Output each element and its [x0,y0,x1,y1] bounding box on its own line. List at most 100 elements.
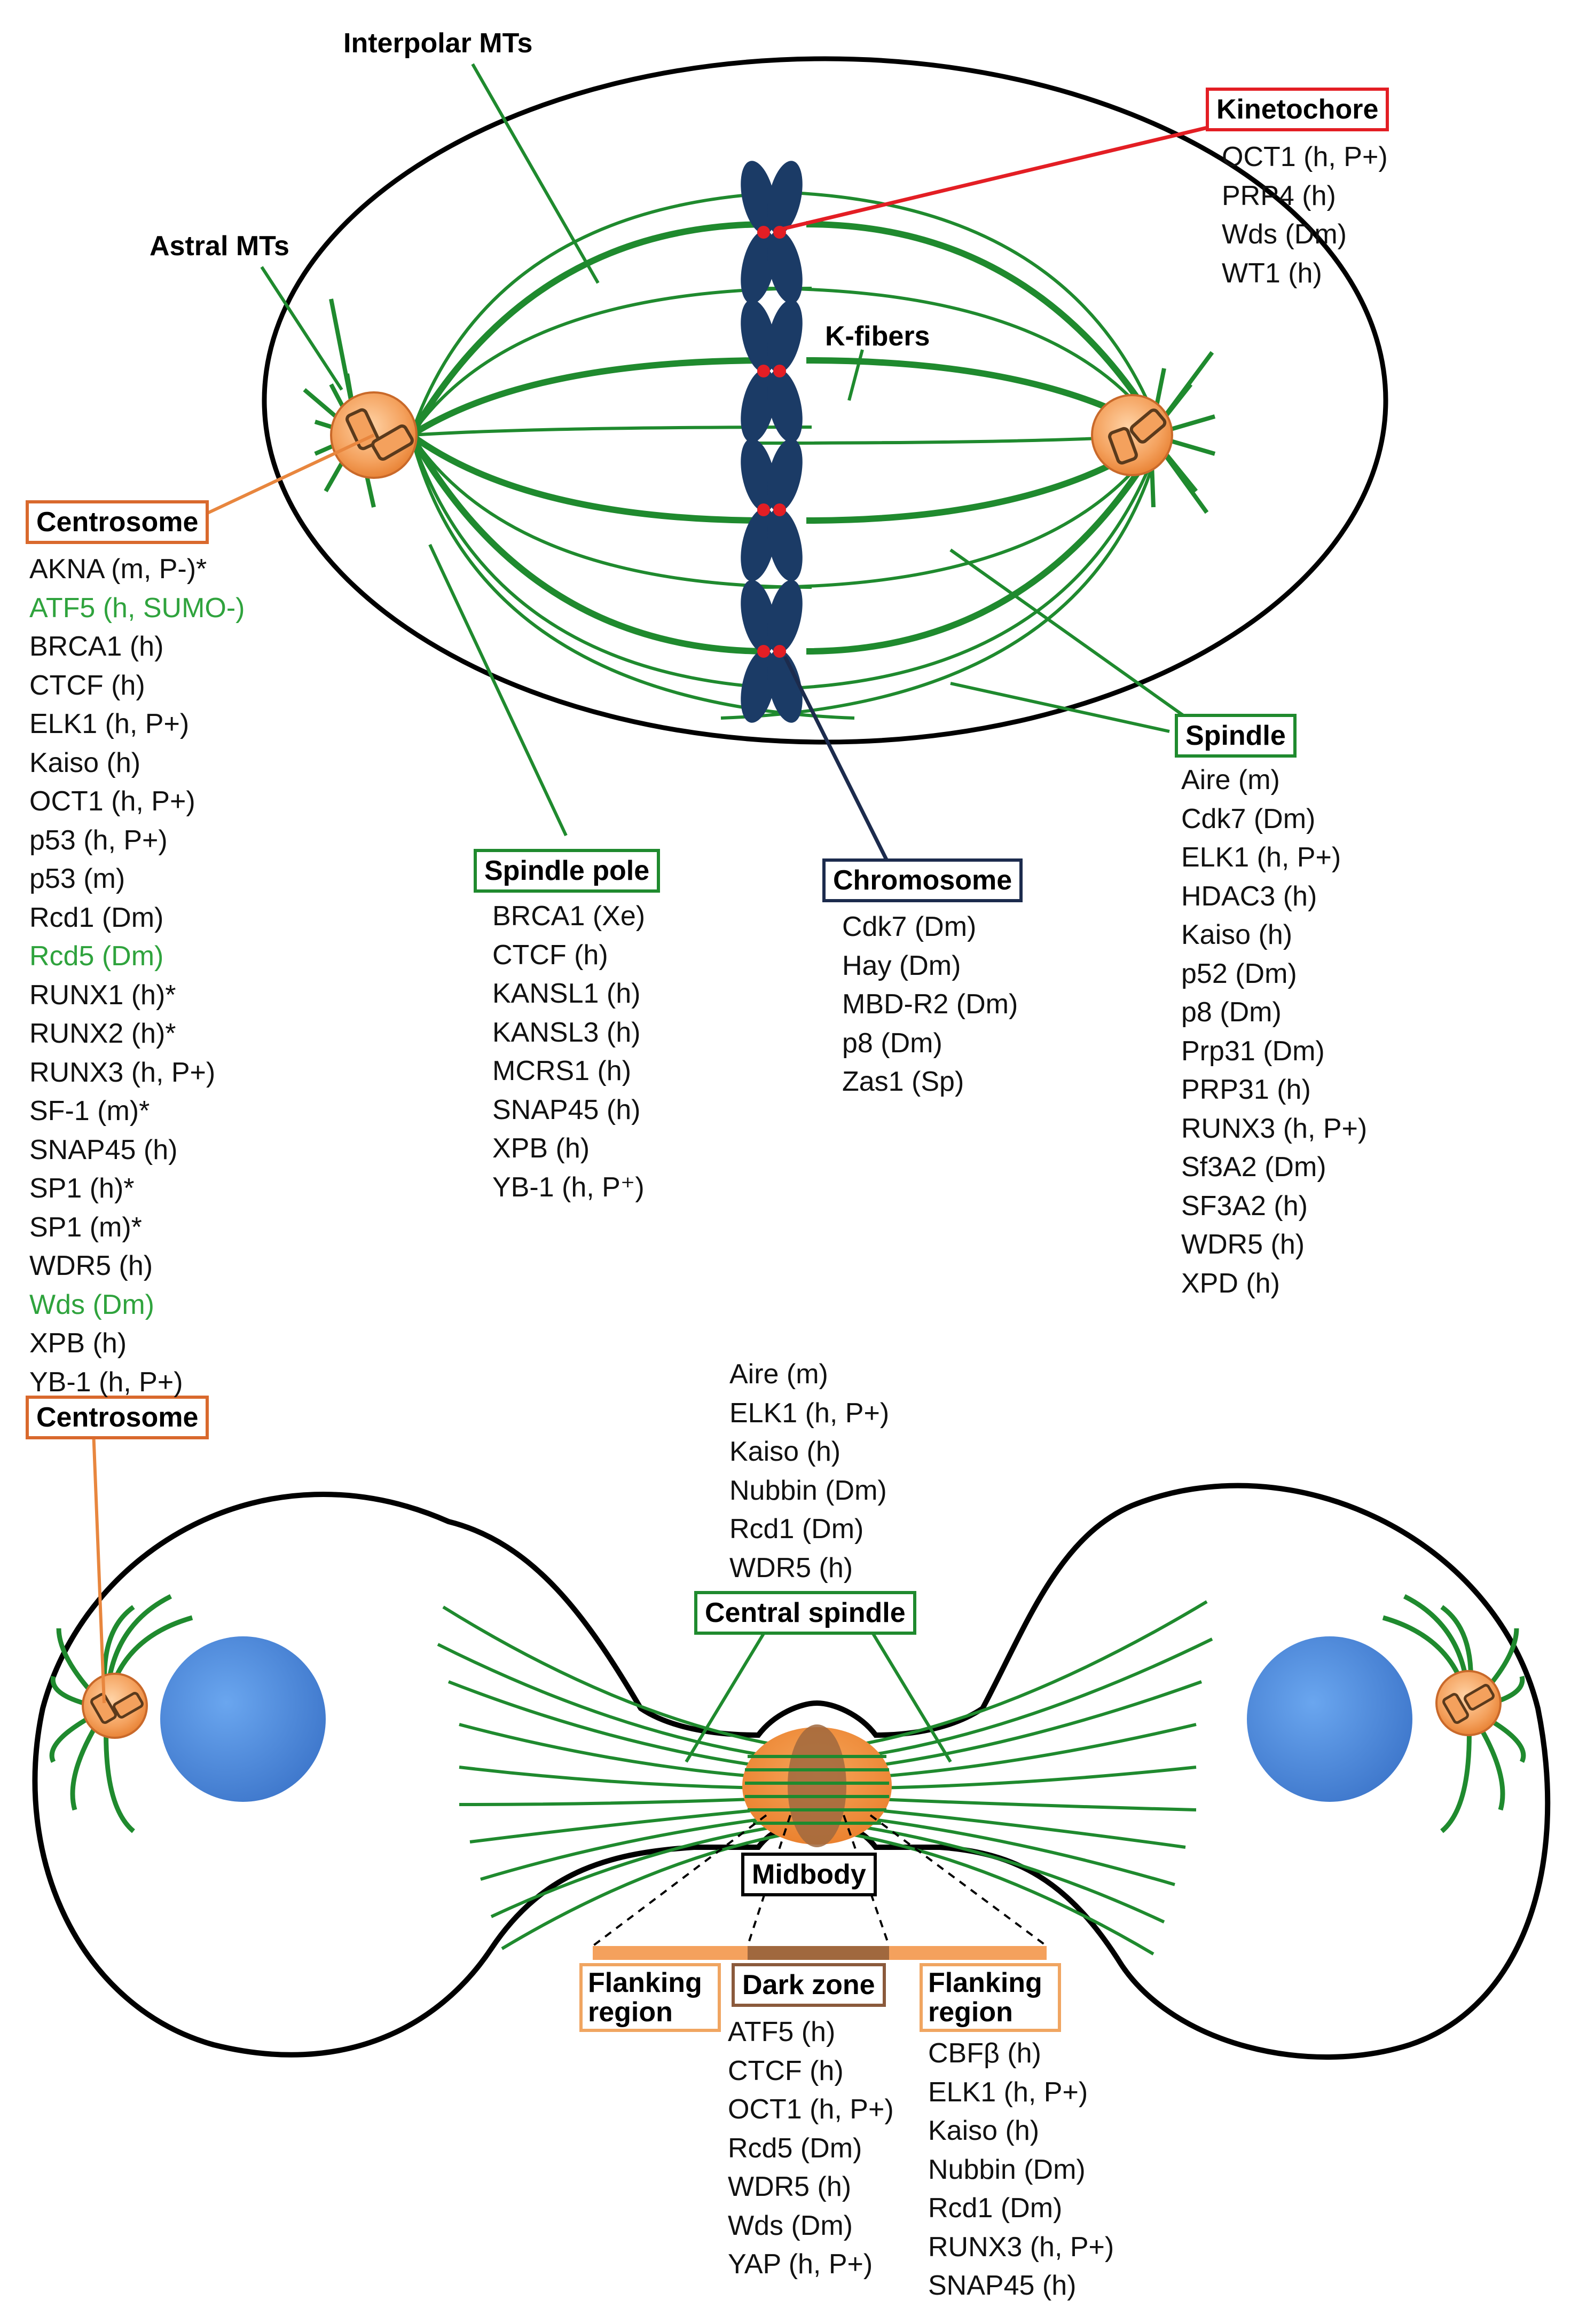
protein-entry: Kaiso (h) [29,747,141,778]
protein-entry: KANSL3 (h) [492,1017,641,1048]
protein-entry: Aire (m) [729,1359,828,1390]
chromosome-3 [741,438,803,581]
central-spindle-protein-list: Aire (m) ELK1 (h, P+) Kaiso (h) Nubbin (Dm)… [729,1355,889,1587]
protein-entry: ELK1 (h, P+) [1181,842,1341,873]
chromosomes [741,161,803,723]
kinetochore-box: Kinetochore [1206,88,1389,132]
protein-entry: SNAP45 (h) [492,1094,641,1125]
central-spindle-box: Central spindle [694,1591,916,1635]
protein-entry: Rcd1 (Dm) [29,902,164,933]
spindle-pole-box: Spindle pole [474,849,661,893]
callout-lines-bottom [92,1430,1048,1947]
dark-zone-box: Dark zone [732,1963,886,2007]
protein-entry: OCT1 (h, P+) [1222,141,1388,172]
centrosome-bottom-left [82,1673,148,1739]
protein-entry: SP1 (m)* [29,1211,142,1243]
protein-entry: CTCF (h) [728,2055,844,2086]
protein-entry: Aire (m) [1181,765,1280,795]
protein-entry: WDR5 (h) [729,1552,853,1584]
protein-entry: CTCF (h) [492,939,608,971]
protein-entry: XPD (h) [1181,1267,1280,1299]
spindle-box: Spindle [1175,714,1297,758]
protein-entry: WT1 (h) [1222,257,1322,289]
protein-entry: SF3A2 (h) [1181,1190,1308,1222]
protein-entry: Nubbin (Dm) [928,2154,1086,2185]
protein-entry: p8 (Dm) [1181,997,1282,1028]
centrosome-protein-list: AKNA (m, P-)* ATF5 (h, SUMO-) BRCA1 (h) CTC… [29,550,245,1401]
protein-entry: RUNX3 (h, P+) [1181,1113,1368,1144]
protein-entry: BRCA1 (Xe) [492,901,646,932]
flanking-region-box-left: Flanking region [579,1963,721,2032]
nucleus-right [1247,1636,1412,1802]
protein-entry: Rcd5 (Dm) [728,2132,862,2164]
centrosome-right [1091,394,1173,476]
protein-entry: SP1 (h)* [29,1173,135,1204]
protein-entry: Prp31 (Dm) [1181,1035,1325,1067]
protein-entry: RUNX1 (h)* [29,979,176,1011]
metaphase-cell-membrane [262,56,1388,745]
protein-entry: Nubbin (Dm) [729,1475,887,1506]
protein-entry: MBD-R2 (Dm) [842,989,1018,1020]
protein-entry: Rcd5 (Dm) [29,941,164,972]
spindle-protein-list: Aire (m) Cdk7 (Dm) ELK1 (h, P+) HDAC3 (h) Ka… [1181,761,1367,1303]
protein-entry: AKNA (m, P-)* [29,554,207,585]
protein-entry: ATF5 (h) [728,2016,836,2047]
centrosome-bottom-right [1435,1670,1502,1736]
chromosome-2 [741,300,803,443]
protein-entry: OCT1 (h, P+) [29,786,195,817]
protein-entry: WDR5 (h) [29,1250,153,1281]
dark-zone-protein-list: ATF5 (h) CTCF (h) OCT1 (h, P+) Rcd5 (Dm) WDR… [728,2013,894,2284]
flanking-region-protein-list: CBFβ (h)ELK1 (h, P+)Kaiso (h)Nubbin (Dm)… [928,2034,1114,2305]
kinetochore-protein-list: OCT1 (h, P+) PRP4 (h) Wds (Dm) WT1 (h) [1222,138,1388,293]
chromosome-protein-list: Cdk7 (Dm)Hay (Dm)MBD-R2 (Dm)p8 (Dm)Zas1 … [842,908,1018,1101]
cytokinesis-cell-membrane [32,1483,1551,2060]
protein-entry: PRP4 (h) [1222,180,1336,211]
midbody-region-bar [593,1946,1047,1960]
nucleus-left [160,1636,326,1802]
protein-entry: Cdk7 (Dm) [842,911,977,942]
centrosome-box-top: Centrosome [26,500,209,545]
protein-entry: p53 (m) [29,863,125,894]
protein-entry: RUNX2 (h)* [29,1018,176,1049]
flanking-region-box-right: Flanking region [920,1963,1061,2032]
protein-entry: OCT1 (h, P+) [728,2094,894,2125]
protein-entry: Rcd1 (Dm) [928,2193,1063,2224]
protein-entry: Wds (Dm) [1222,219,1347,250]
protein-entry: Rcd1 (Dm) [729,1514,864,1545]
interpolar-mts-label: Interpolar MTs [343,28,533,59]
protein-entry: WDR5 (h) [728,2171,852,2202]
protein-entry: CTCF (h) [29,669,145,701]
chromosome-1 [741,161,803,304]
protein-entry: Kaiso (h) [928,2115,1040,2146]
protein-entry: Cdk7 (Dm) [1181,803,1316,834]
protein-entry: p53 (h, P+) [29,824,168,856]
protein-entry: YB-1 (h, P+) [29,1366,183,1398]
protein-entry: YB-1 (h, P⁺) [492,1171,645,1203]
protein-entry: PRP31 (h) [1181,1074,1311,1105]
midbody-box: Midbody [741,1853,877,1897]
midbody-structure [742,1724,892,1847]
protein-entry: Kaiso (h) [1181,919,1293,950]
k-fibers-label: K-fibers [825,321,930,352]
protein-entry: ELK1 (h, P+) [928,2076,1088,2108]
centrosome-box-bottom: Centrosome [26,1396,209,1440]
protein-entry: p52 (Dm) [1181,958,1297,989]
chromosome-box: Chromosome [822,858,1023,903]
protein-entry: Kaiso (h) [729,1436,841,1467]
protein-entry: HDAC3 (h) [1181,880,1317,912]
callout-lines-top [202,63,1239,861]
protein-entry: Sf3A2 (Dm) [1181,1152,1326,1183]
protein-entry: p8 (Dm) [842,1027,942,1059]
protein-entry: ELK1 (h, P+) [729,1397,890,1429]
astral-mts-label: Astral MTs [150,231,289,262]
protein-entry: WDR5 (h) [1181,1229,1305,1260]
protein-entry: XPB (h) [492,1133,590,1164]
protein-entry: YAP (h, P+) [728,2249,873,2280]
spindle-pole-protein-list: BRCA1 (Xe)CTCF (h)KANSL1 (h)KANSL3 (h)MC… [492,897,645,1207]
protein-entry: ATF5 (h, SUMO-) [29,592,245,624]
protein-entry: Wds (Dm) [728,2210,853,2241]
protein-entry: MCRS1 (h) [492,1055,632,1086]
protein-entry: ELK1 (h, P+) [29,708,190,739]
protein-entry: BRCA1 (h) [29,631,164,662]
